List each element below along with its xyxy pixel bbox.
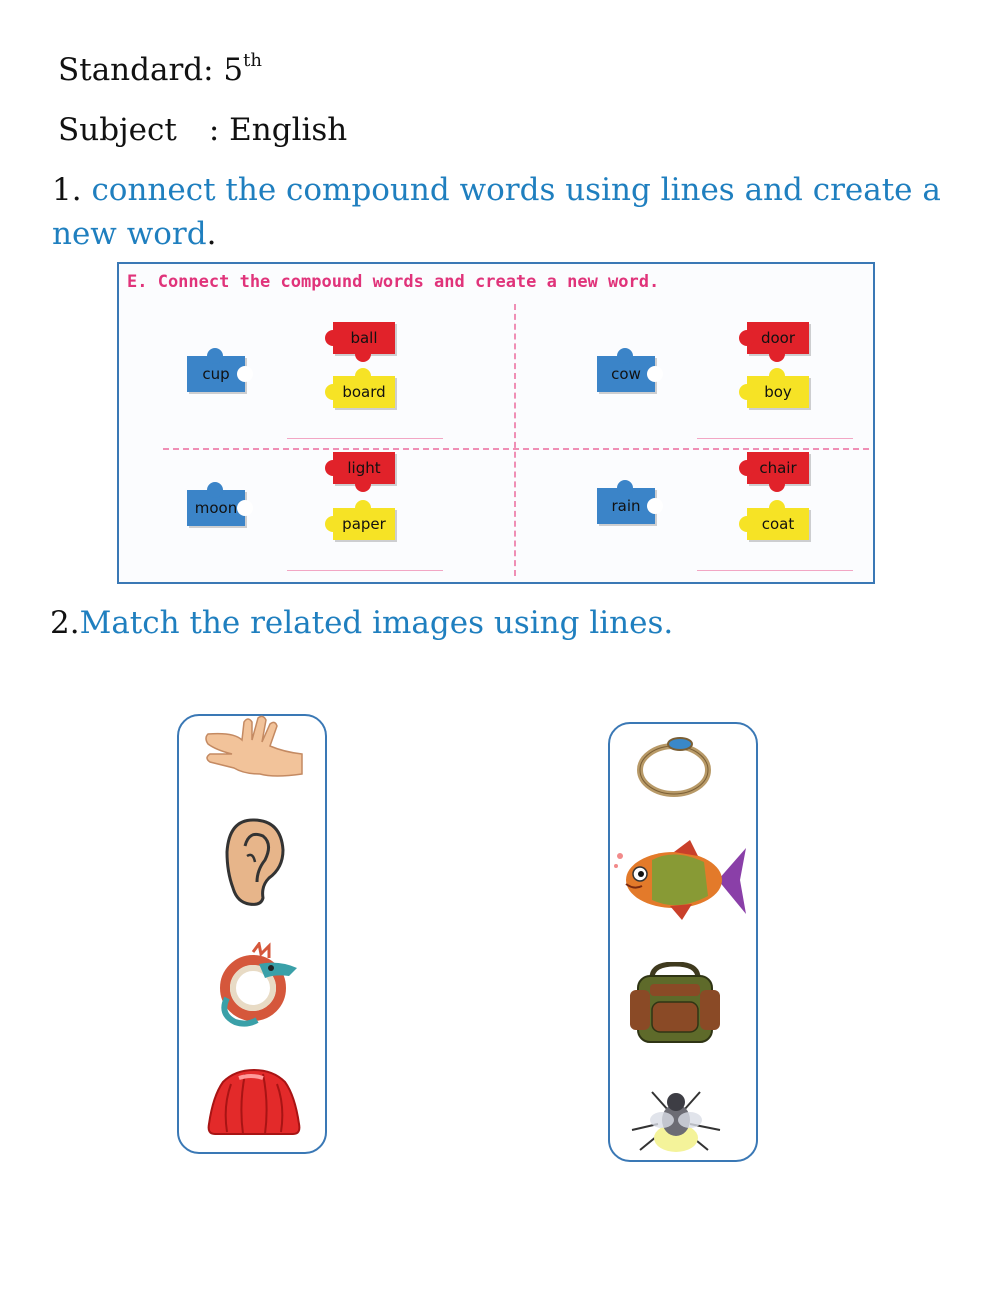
- subject-line: Subject : English: [58, 112, 347, 148]
- puzzle-piece-light[interactable]: light: [325, 452, 395, 492]
- fish-image[interactable]: [612, 840, 750, 920]
- puzzle-piece-chair[interactable]: chair: [739, 452, 809, 492]
- hand-image[interactable]: [204, 714, 304, 784]
- puzzle-piece-cow[interactable]: cow: [597, 348, 663, 392]
- dragon-image[interactable]: [213, 942, 299, 1028]
- answer-line[interactable]: [697, 570, 853, 571]
- question-1-text: connect the compound words using lines a…: [52, 172, 941, 252]
- puzzle-piece-door[interactable]: door: [739, 322, 809, 362]
- fly-image[interactable]: [628, 1084, 724, 1158]
- ear-image[interactable]: [223, 816, 287, 908]
- answer-line[interactable]: [697, 438, 853, 439]
- question-1: 1. connect the compound words using line…: [52, 168, 972, 256]
- jelly-image[interactable]: [205, 1066, 303, 1140]
- question-2-number: 2.: [50, 605, 80, 641]
- puzzle-piece-moon[interactable]: moon: [187, 482, 253, 526]
- right-image-column: [608, 722, 758, 1162]
- question-2-text: Match the related images using lines.: [79, 605, 674, 641]
- puzzle-piece-cup[interactable]: cup: [187, 348, 253, 392]
- standard-line: Standard: 5th: [58, 50, 262, 88]
- question-1-number: 1.: [52, 172, 82, 208]
- answer-line[interactable]: [287, 570, 443, 571]
- question-1-period: .: [206, 216, 217, 252]
- subject-value: : English: [208, 112, 348, 148]
- standard-suffix: th: [243, 50, 262, 71]
- vertical-divider: [514, 304, 516, 576]
- puzzle-piece-boy[interactable]: boy: [739, 368, 809, 408]
- left-image-column: [177, 714, 327, 1154]
- backpack-image[interactable]: [628, 962, 722, 1046]
- compound-words-exercise: E. Connect the compound words and create…: [117, 262, 875, 584]
- answer-line[interactable]: [287, 438, 443, 439]
- puzzle-piece-coat[interactable]: coat: [739, 500, 809, 540]
- standard-label: Standard: 5: [58, 52, 244, 88]
- puzzle-piece-rain[interactable]: rain: [597, 480, 663, 524]
- puzzle-piece-ball[interactable]: ball: [325, 322, 395, 362]
- puzzle-piece-paper[interactable]: paper: [325, 500, 395, 540]
- horizontal-divider: [163, 448, 869, 450]
- puzzle-piece-board[interactable]: board: [325, 368, 395, 408]
- question-2: 2.Match the related images using lines.: [50, 605, 673, 641]
- subject-label: Subject: [58, 112, 177, 148]
- ring-image[interactable]: [634, 730, 718, 800]
- exercise-title: E. Connect the compound words and create…: [127, 272, 660, 292]
